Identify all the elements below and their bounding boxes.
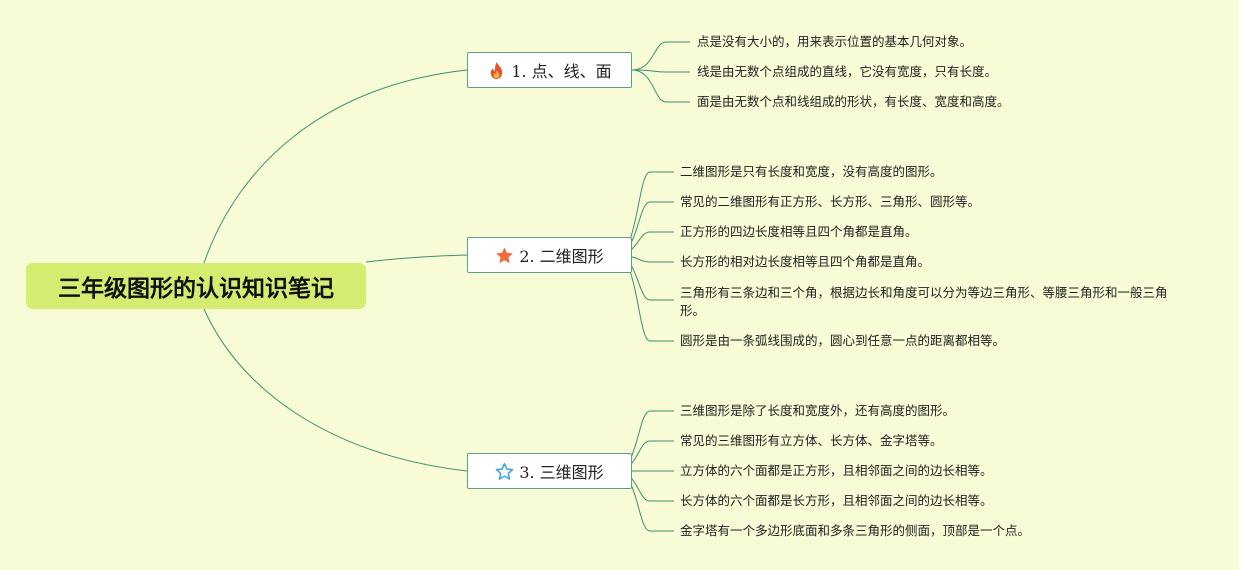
fire-icon — [487, 61, 506, 80]
branch-topic-2d-shapes[interactable]: 2. 二维图形 — [467, 237, 632, 273]
branch-topic-label: 3. 三维图形 — [519, 459, 603, 483]
subtopic-item[interactable]: 长方体的六个面都是长方形，且相邻面之间的边长相等。 — [680, 492, 1200, 510]
subtopic-item[interactable]: 线是由无数个点组成的直线，它没有宽度，只有长度。 — [697, 63, 1217, 81]
subtopic-item[interactable]: 金字塔有一个多边形底面和多条三角形的侧面，顶部是一个点。 — [680, 522, 1200, 540]
subtopic-item[interactable]: 常见的二维图形有正方形、长方形、三角形、圆形等。 — [680, 193, 1200, 211]
root-to-branch-2-link — [366, 255, 467, 262]
subtopic-item[interactable]: 圆形是由一条弧线围成的，圆心到任意一点的距离都相等。 — [680, 332, 1200, 350]
subtopic-item[interactable]: 二维图形是只有长度和宽度，没有高度的图形。 — [680, 163, 1200, 181]
subtopic-item[interactable]: 三角形有三条边和三个角，根据边长和角度可以分为等边三角形、等腰三角形和一般三角形… — [680, 284, 1175, 320]
root-topic[interactable]: 三年级图形的认识知识笔记 — [26, 263, 366, 309]
subtopic-item[interactable]: 三维图形是除了长度和宽度外，还有高度的图形。 — [680, 402, 1200, 420]
branch-topic-points-lines-surfaces[interactable]: 1. 点、线、面 — [467, 52, 632, 88]
root-to-branch-1-link — [204, 70, 467, 263]
branch-1-leaf-1-link — [632, 42, 690, 70]
subtopic-item[interactable]: 常见的三维图形有立方体、长方体、金字塔等。 — [680, 432, 1200, 450]
subtopic-item[interactable]: 点是没有大小的，用来表示位置的基本几何对象。 — [697, 33, 1217, 51]
root-to-branch-3-link — [204, 309, 467, 471]
star-filled-icon — [495, 246, 514, 265]
star-outline-icon — [495, 462, 514, 481]
subtopic-item[interactable]: 长方形的相对边长度相等且四个角都是直角。 — [680, 253, 1200, 271]
root-topic-label: 三年级图形的认识知识笔记 — [58, 269, 334, 303]
branch-1-leaf-3-link — [632, 70, 690, 102]
branch-topic-3d-shapes[interactable]: 3. 三维图形 — [467, 453, 632, 489]
branch-topic-label: 1. 点、线、面 — [511, 58, 611, 82]
subtopic-item[interactable]: 面是由无数个点和线组成的形状，有长度、宽度和高度。 — [697, 93, 1217, 111]
subtopic-item[interactable]: 正方形的四边长度相等且四个角都是直角。 — [680, 223, 1200, 241]
branch-topic-label: 2. 二维图形 — [519, 243, 603, 267]
subtopic-item[interactable]: 立方体的六个面都是正方形，且相邻面之间的边长相等。 — [680, 462, 1200, 480]
